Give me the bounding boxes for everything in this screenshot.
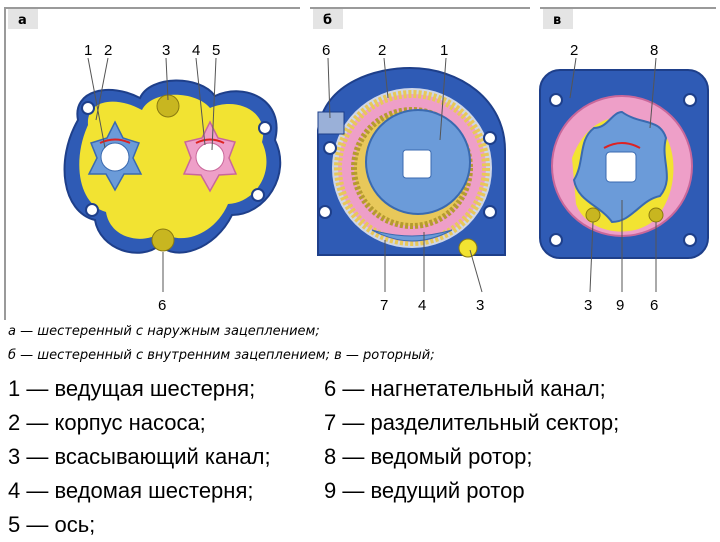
pump-a-oil-cavity xyxy=(79,94,267,239)
caption-line-1: а — шестеренный с наружным зацеплением; xyxy=(8,324,320,339)
discharge-port-a xyxy=(151,228,175,252)
legend-column-left: 1 — ведущая шестерня; 2 — корпус насоса;… xyxy=(8,372,271,542)
leader-lines-a xyxy=(87,57,217,292)
panel-frames xyxy=(4,7,716,320)
drive-rotor-c-keyway xyxy=(605,151,637,183)
bolt-holes-c xyxy=(549,93,697,247)
callout-c-8: 8 xyxy=(650,42,658,59)
callout-c-9: 9 xyxy=(616,297,624,314)
callout-b-7: 7 xyxy=(380,297,388,314)
callout-b-1: 1 xyxy=(440,42,448,59)
panel-letter-tabs xyxy=(8,9,573,29)
crescent-sector-b xyxy=(371,229,453,242)
callout-a-2: 2 xyxy=(104,42,112,59)
drive-gear-a-hub xyxy=(100,142,130,172)
rotation-arrow-a-left xyxy=(99,138,131,144)
legend-item: 7 — разделительный сектор; xyxy=(324,410,620,435)
callout-b-2: 2 xyxy=(378,42,386,59)
callout-b-3: 3 xyxy=(476,297,484,314)
callout-c-6: 6 xyxy=(650,297,658,314)
callout-a-1: 1 xyxy=(84,42,92,59)
inlet-block-b xyxy=(317,111,345,135)
legend-item: 3 — всасывающий канал; xyxy=(8,444,271,469)
rotation-arrow-a-right xyxy=(195,138,225,144)
panel-c-letter: в xyxy=(553,13,561,28)
legend-item: 9 — ведущий ротор xyxy=(324,478,525,503)
panel-a-external-gear-pump: 1 2 3 4 5 6 xyxy=(63,42,282,314)
callout-c-2: 2 xyxy=(570,42,578,59)
bolt-holes-b xyxy=(318,131,497,219)
legend-item: 6 — нагнетательный канал; xyxy=(324,376,606,401)
callout-c-3: 3 xyxy=(584,297,592,314)
callout-a-6: 6 xyxy=(158,297,166,314)
discharge-port-c xyxy=(648,207,664,223)
leader-lines-c xyxy=(569,57,657,293)
panel-a-letter: а xyxy=(18,13,27,28)
panel-b-internal-gear-pump: 6 2 1 7 4 3 xyxy=(317,42,506,314)
driven-gear-a-hub xyxy=(195,142,225,172)
rotation-arrow-c xyxy=(603,142,641,149)
drive-gear-b-keyway xyxy=(402,149,432,179)
leader-lines-b xyxy=(327,57,483,293)
bolt-holes-a xyxy=(81,101,272,217)
legend-item: 5 — ось; xyxy=(8,512,96,537)
callout-a-4: 4 xyxy=(192,42,200,59)
callout-b-6: 6 xyxy=(322,42,330,59)
pump-diagram-figure: а б в 1 2 3 4 5 6 xyxy=(4,7,716,320)
caption-line-2: б — шестеренный с внутренним зацеплением… xyxy=(8,348,435,363)
callout-a-3: 3 xyxy=(162,42,170,59)
callout-a-5: 5 xyxy=(212,42,220,59)
callout-b-4: 4 xyxy=(418,297,426,314)
legend-item: 4 — ведомая шестерня; xyxy=(8,478,254,503)
legend-column-right: 6 — нагнетательный канал; 7 — разделител… xyxy=(324,372,619,508)
legend-item: 2 — корпус насоса; xyxy=(8,410,206,435)
figure-caption: а — шестеренный с наружным зацеплением; … xyxy=(8,320,708,368)
legend-item: 1 — ведущая шестерня; xyxy=(8,376,256,401)
panel-b-letter: б xyxy=(323,13,332,28)
panel-c-rotor-pump: 2 8 3 9 6 xyxy=(539,42,709,314)
legend-item: 8 — ведомый ротор; xyxy=(324,444,533,469)
suction-port-c xyxy=(585,207,601,223)
suction-port-b xyxy=(458,238,478,258)
